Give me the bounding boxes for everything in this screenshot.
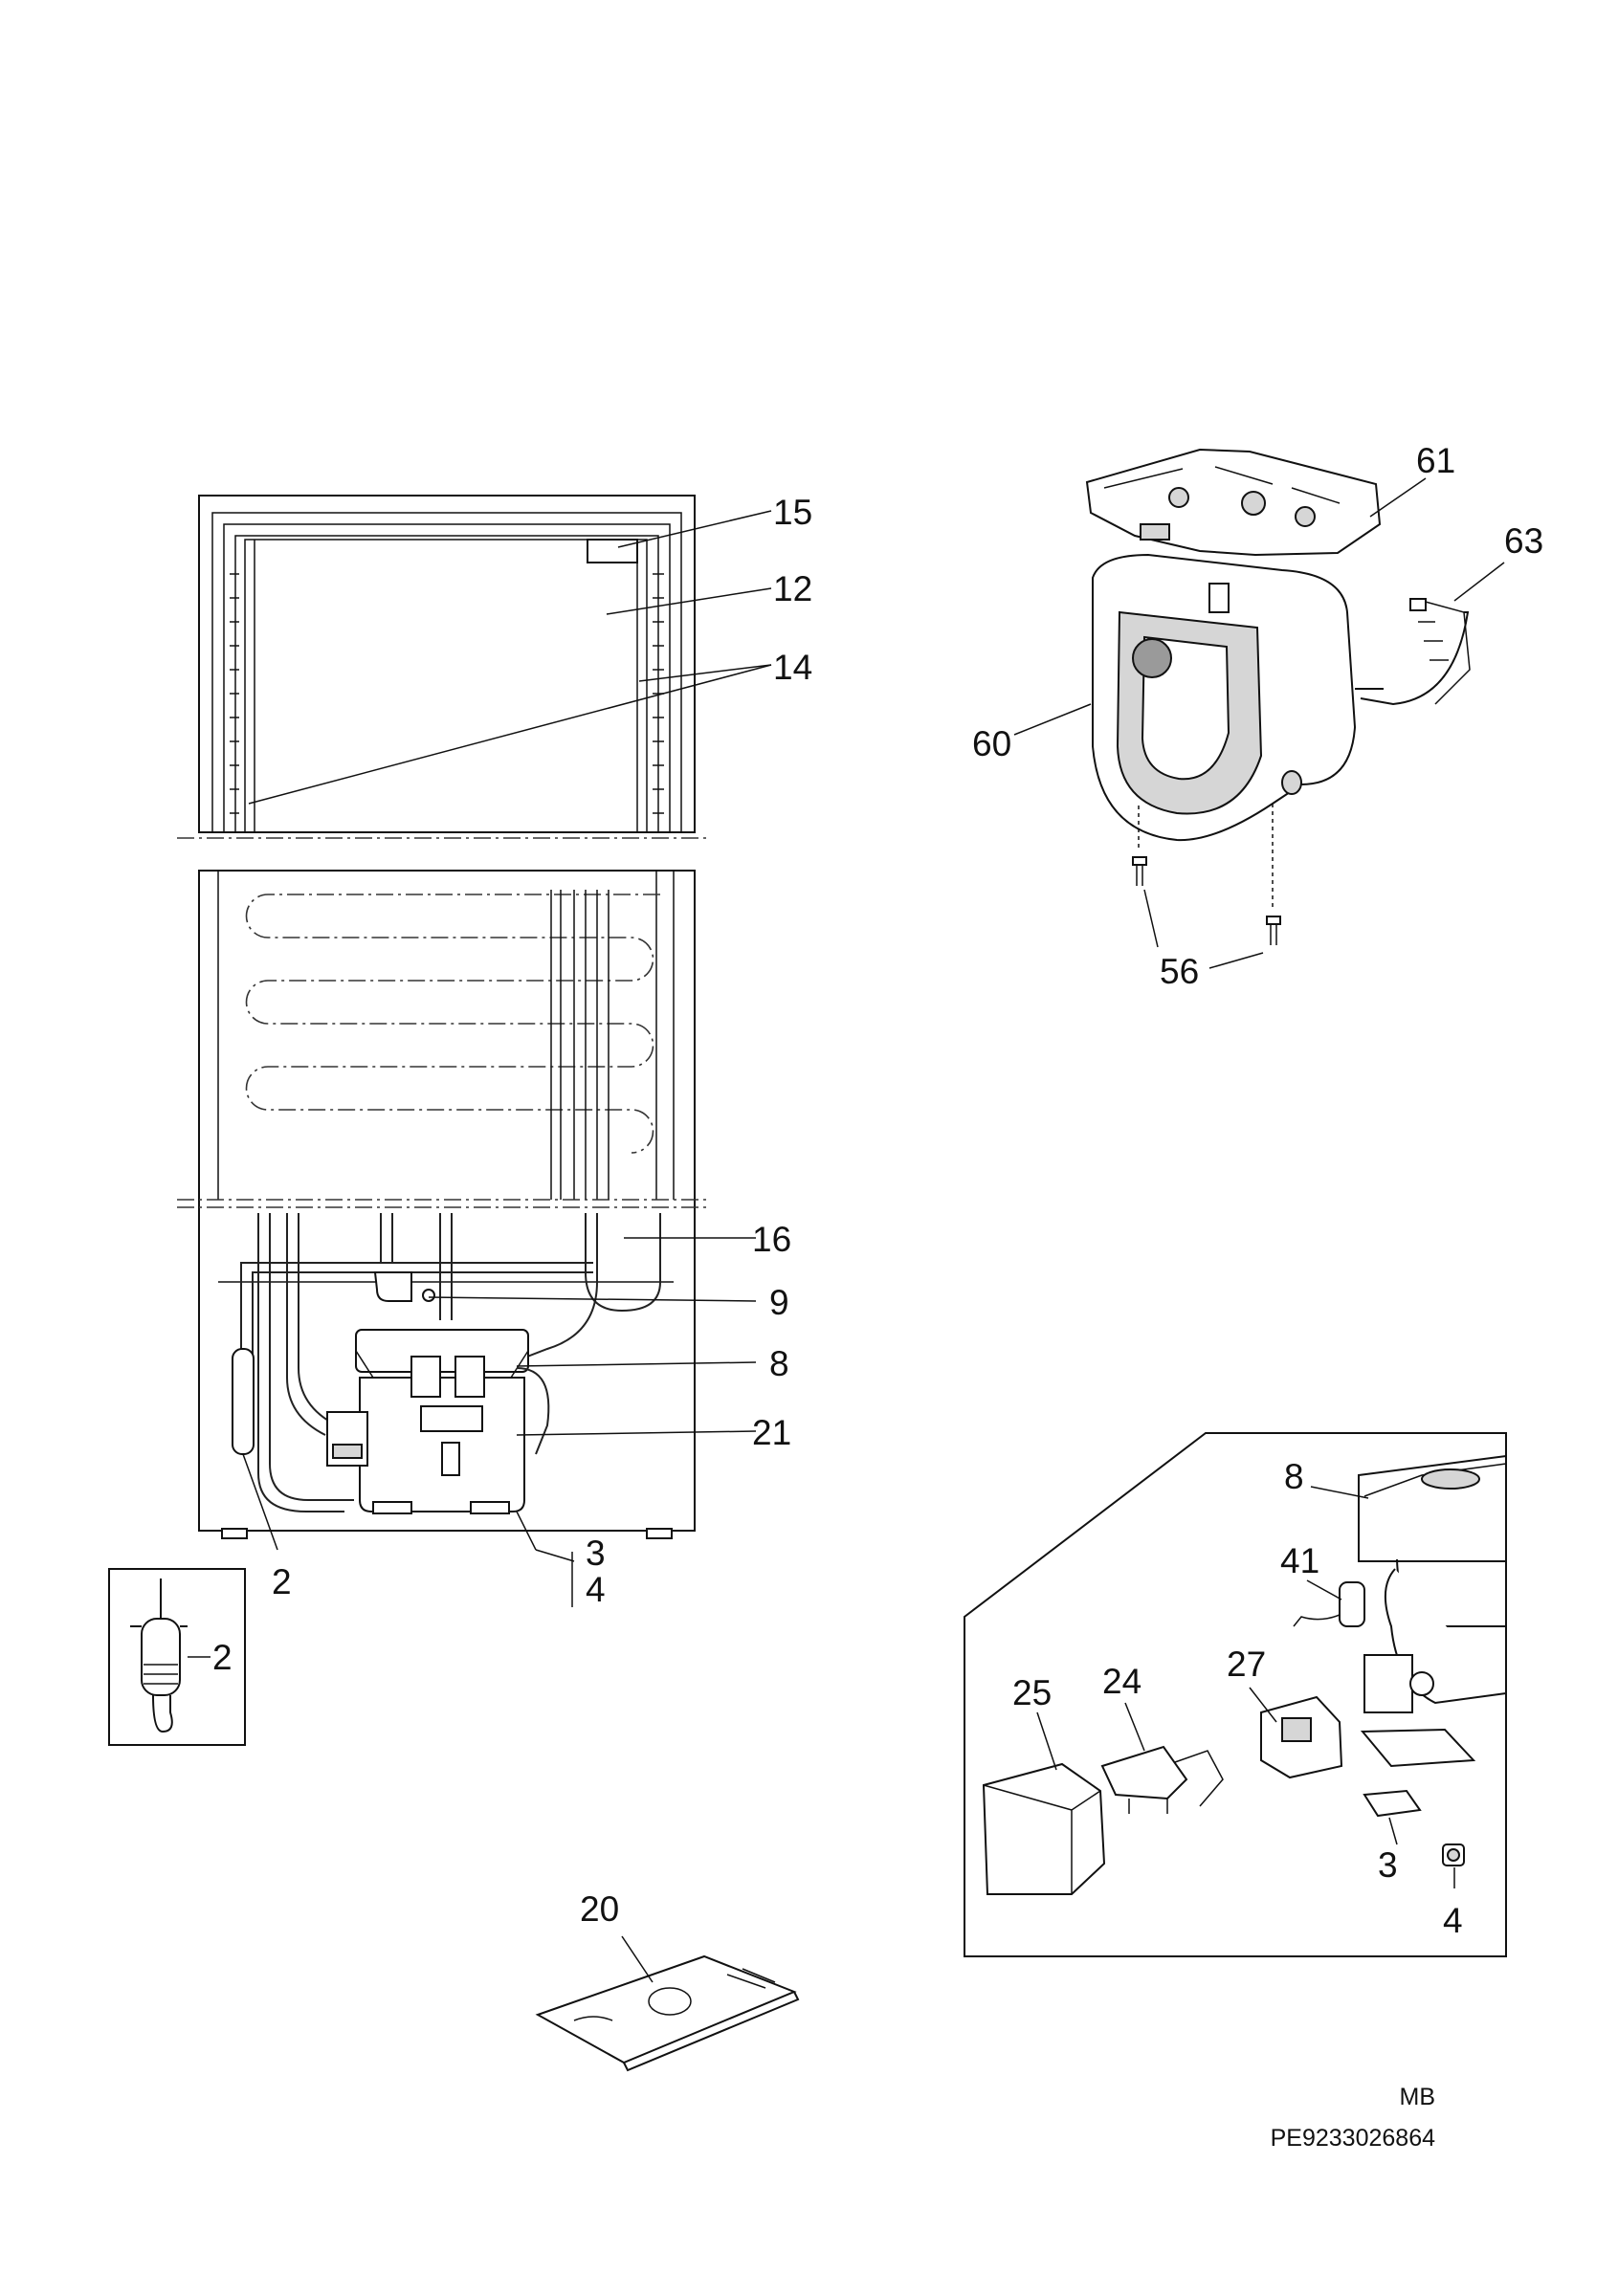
label-61: 61	[1416, 441, 1455, 480]
grommet	[1363, 1789, 1422, 1818]
filter-drier-detail	[108, 1568, 246, 1746]
screw	[1266, 916, 1281, 925]
label-21: 21	[752, 1413, 791, 1452]
rating-plate	[587, 539, 638, 563]
leader-lines-left	[242, 510, 772, 1607]
cabinet-upper-section	[198, 495, 696, 833]
filter-drier	[232, 1348, 255, 1455]
label-60: 60	[972, 724, 1011, 763]
label-14: 14	[773, 648, 812, 687]
label-27: 27	[1227, 1645, 1266, 1684]
wire-harness	[1355, 611, 1470, 706]
screw	[1132, 856, 1147, 866]
label-25: 25	[1012, 1673, 1052, 1712]
leader-lines-inset	[1036, 1486, 1455, 1888]
compressor-compartment	[198, 1213, 696, 1539]
leader-lines-dispenser	[1013, 477, 1505, 969]
label-3-inset: 3	[1378, 1845, 1398, 1885]
label-4-inset: 4	[1443, 1901, 1463, 1940]
compressor-inset	[964, 1432, 1507, 1957]
label-3: 3	[586, 1534, 606, 1573]
label-8: 8	[769, 1344, 789, 1383]
footer-reference: PE9233026864	[1271, 2125, 1435, 2152]
label-2-detail: 2	[212, 1638, 233, 1677]
user-manual	[535, 1935, 800, 2072]
compressor-top	[355, 1329, 529, 1373]
capacitor	[1339, 1581, 1365, 1627]
dispenser-assembly	[1085, 448, 1471, 945]
relay-cover	[982, 1762, 1106, 1895]
label-41: 41	[1280, 1541, 1319, 1580]
label-20: 20	[580, 1889, 619, 1929]
label-56: 56	[1160, 952, 1199, 991]
overload-protector	[1100, 1745, 1188, 1800]
label-16: 16	[752, 1220, 791, 1259]
label-4: 4	[586, 1570, 606, 1609]
footer-code: MB	[1400, 2084, 1436, 2110]
condenser-coil	[245, 894, 660, 1154]
label-9: 9	[769, 1283, 789, 1322]
label-2: 2	[272, 1562, 292, 1601]
label-63: 63	[1504, 521, 1543, 561]
label-15: 15	[773, 493, 812, 532]
label-24: 24	[1102, 1662, 1141, 1701]
label-12: 12	[773, 569, 812, 608]
label-8-inset: 8	[1284, 1457, 1304, 1496]
